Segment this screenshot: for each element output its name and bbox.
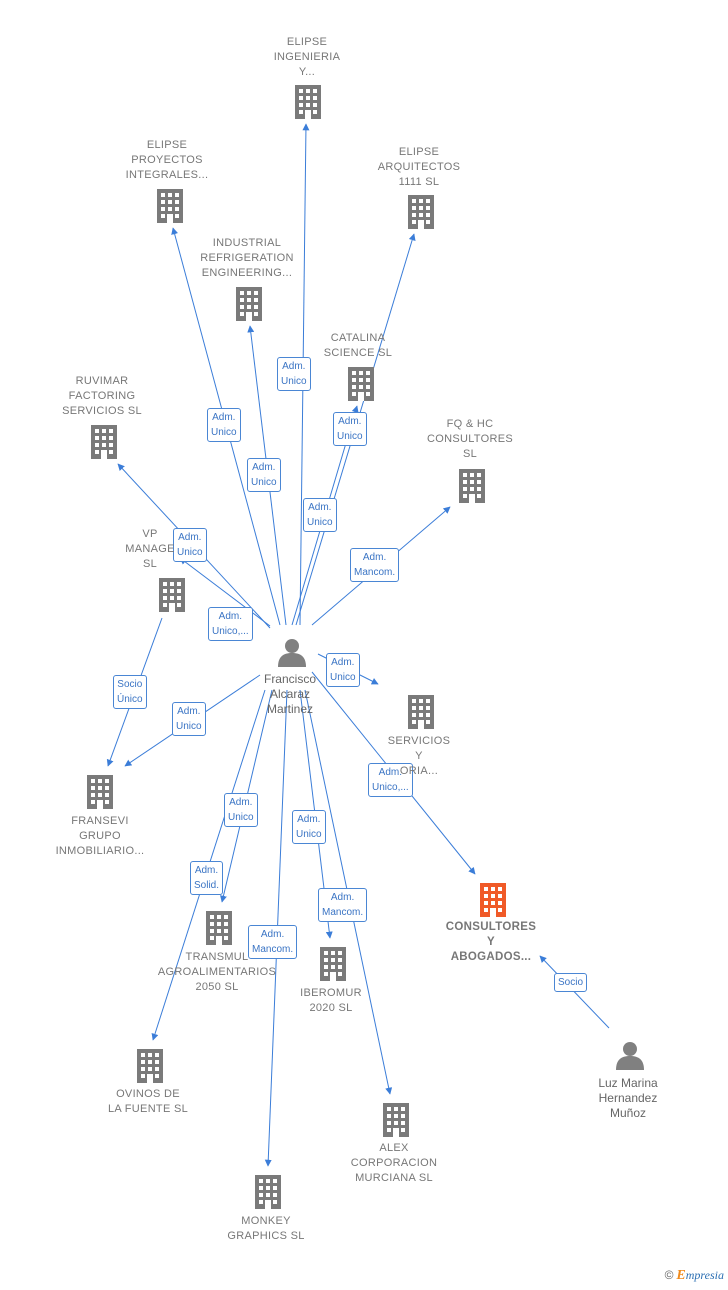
edge-label-catalina[interactable]: Adm. Unico [303, 498, 337, 532]
edge-label-ovinos[interactable]: Adm. Solid. [190, 861, 224, 895]
building-icon-ruvimar[interactable] [91, 425, 117, 459]
copyright-symbol: © [664, 1268, 674, 1282]
building-icon-elipse-ing[interactable] [295, 85, 321, 119]
company-name-fqhc[interactable]: FQ & HC CONSULTORES SL [426, 418, 514, 460]
company-name-catalina[interactable]: CATALINA SCIENCE SL [323, 332, 393, 359]
building-icon-alex[interactable] [383, 1103, 409, 1137]
person-icon-luz[interactable] [616, 1042, 644, 1070]
company-name-vp[interactable]: VP MANAGE SL [125, 528, 175, 570]
edge-label-industrial[interactable]: Adm. Unico [247, 458, 281, 492]
building-icon-iberomur[interactable] [320, 947, 346, 981]
edge-label-elipse-proy[interactable]: Adm. Unico [207, 408, 241, 442]
company-name-servicios[interactable]: SERVICIOS Y ORIA... [387, 735, 451, 777]
edge-label-monkey[interactable]: Adm. Mancom. [248, 925, 298, 959]
building-icon-vp[interactable] [159, 578, 185, 612]
edge-label-consultores[interactable]: Socio [554, 973, 588, 992]
edge-label-iberomur[interactable]: Adm. Unico [292, 810, 326, 844]
building-icon-fransevi[interactable] [87, 775, 113, 809]
company-name-monkey[interactable]: MONKEY GRAPHICS SL [227, 1215, 305, 1242]
building-icon-consultores[interactable] [480, 883, 506, 917]
building-icon-servicios[interactable] [408, 695, 434, 729]
edge-label-vp[interactable]: Adm. Unico,... [208, 607, 253, 641]
building-icon-industrial[interactable] [236, 287, 262, 321]
edge-francisco-to-vp [179, 557, 271, 627]
empresia-logo-initial: E [676, 1268, 686, 1283]
edge-label-fransevi[interactable]: Socio Único [113, 675, 147, 709]
building-icon-elipse-proy[interactable] [157, 189, 183, 223]
edge-label-ruvimar[interactable]: Adm. Unico [173, 528, 207, 562]
company-name-alex[interactable]: ALEX CORPORACION MURCIANA SL [350, 1142, 438, 1184]
edge-luz-to-consultores [539, 955, 610, 1029]
edge-label-alex[interactable]: Adm. Mancom. [318, 888, 368, 922]
company-name-consultores[interactable]: CONSULTORES Y ABOGADOS... [445, 921, 537, 963]
building-icon-elipse-arq[interactable] [408, 195, 434, 229]
company-name-fransevi[interactable]: FRANSEVI GRUPO INMOBILIARIO... [55, 815, 145, 857]
company-name-transmul[interactable]: TRANSMUL AGROALIMENTARIOS 2050 SL [157, 951, 277, 993]
edge-label-fransevi[interactable]: Adm. Unico [172, 702, 206, 736]
edge-label-consultores[interactable]: Adm. Unico,... [368, 763, 413, 797]
building-icon-ovinos[interactable] [137, 1049, 163, 1083]
company-name-elipse-proy[interactable]: ELIPSE PROYECTOS INTEGRALES... [125, 139, 209, 181]
person-icon-francisco[interactable] [278, 639, 306, 667]
company-name-ovinos[interactable]: OVINOS DE LA FUENTE SL [107, 1088, 188, 1115]
company-name-elipse-arq[interactable]: ELIPSE ARQUITECTOS 1111 SL [377, 146, 461, 188]
edge-label-transmul[interactable]: Adm. Unico [224, 793, 258, 827]
company-name-elipse-ing[interactable]: ELIPSE INGENIERIA Y... [273, 36, 341, 78]
person-name-luz[interactable]: Luz Marina Hernandez Muñoz [598, 1076, 658, 1120]
company-name-industrial[interactable]: INDUSTRIAL REFRIGERATION ENGINEERING... [200, 237, 294, 279]
edge-label-elipse-ing[interactable]: Adm. Unico [277, 357, 311, 391]
edge-label-elipse-arq[interactable]: Adm. Unico [333, 412, 367, 446]
person-name-francisco[interactable]: Francisco Alcaraz Martinez [263, 672, 316, 716]
company-name-iberomur[interactable]: IBEROMUR 2020 SL [300, 987, 362, 1014]
edge-label-fqhc[interactable]: Adm. Mancom. [350, 548, 400, 582]
edge-label-servicios[interactable]: Adm. Unico [326, 653, 360, 687]
building-icon-fqhc[interactable] [459, 469, 485, 503]
company-name-ruvimar[interactable]: RUVIMAR FACTORING SERVICIOS SL [62, 375, 142, 417]
building-icon-transmul[interactable] [206, 911, 232, 945]
empresia-logo-text: mpresia [685, 1268, 724, 1282]
building-icon-monkey[interactable] [255, 1175, 281, 1209]
building-icon-catalina[interactable] [348, 367, 374, 401]
empresia-credit[interactable]: ©Empresia [665, 1268, 724, 1284]
